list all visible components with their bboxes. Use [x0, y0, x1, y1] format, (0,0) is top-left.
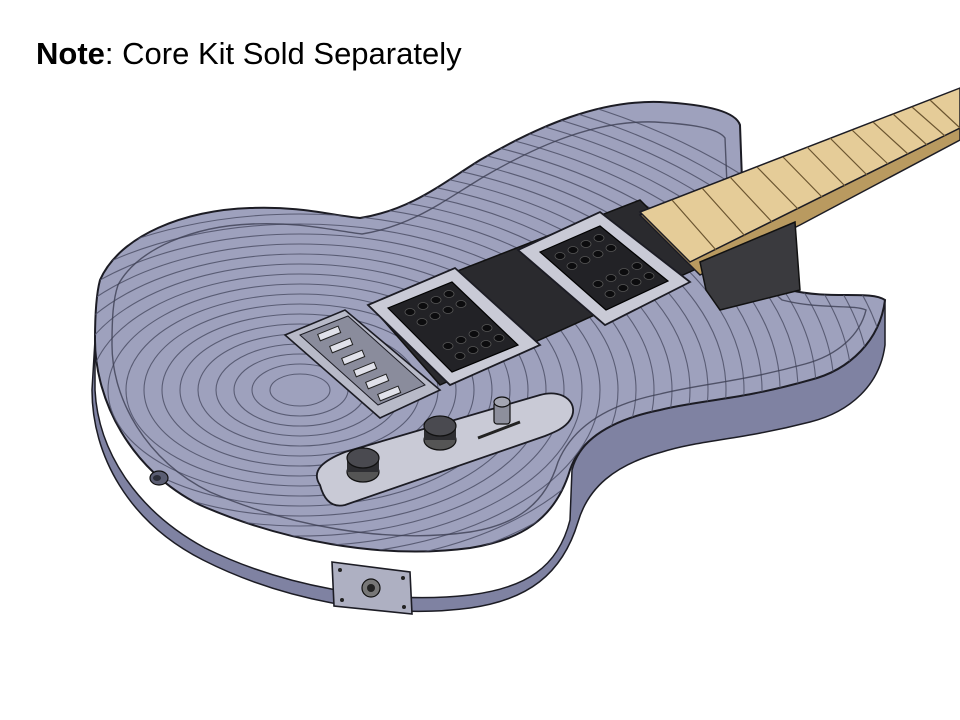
body-inner-rim — [111, 121, 867, 537]
volume-knob — [346, 447, 380, 483]
note-label: Note — [36, 36, 105, 71]
output-jack-plate — [331, 561, 413, 615]
tone-knob — [423, 415, 457, 451]
fret-lines — [671, 99, 960, 251]
strap-button — [149, 470, 169, 486]
note-caption: Note: Core Kit Sold Separately — [36, 34, 462, 74]
pickup-selector-switch — [493, 396, 511, 425]
neck-pickup — [516, 210, 692, 327]
guitar-bridge — [283, 309, 442, 419]
neck-heel — [699, 220, 801, 311]
note-separator: : — [104, 36, 114, 71]
bridge-pickup — [366, 266, 542, 387]
note-text: Core Kit Sold Separately — [122, 36, 462, 71]
